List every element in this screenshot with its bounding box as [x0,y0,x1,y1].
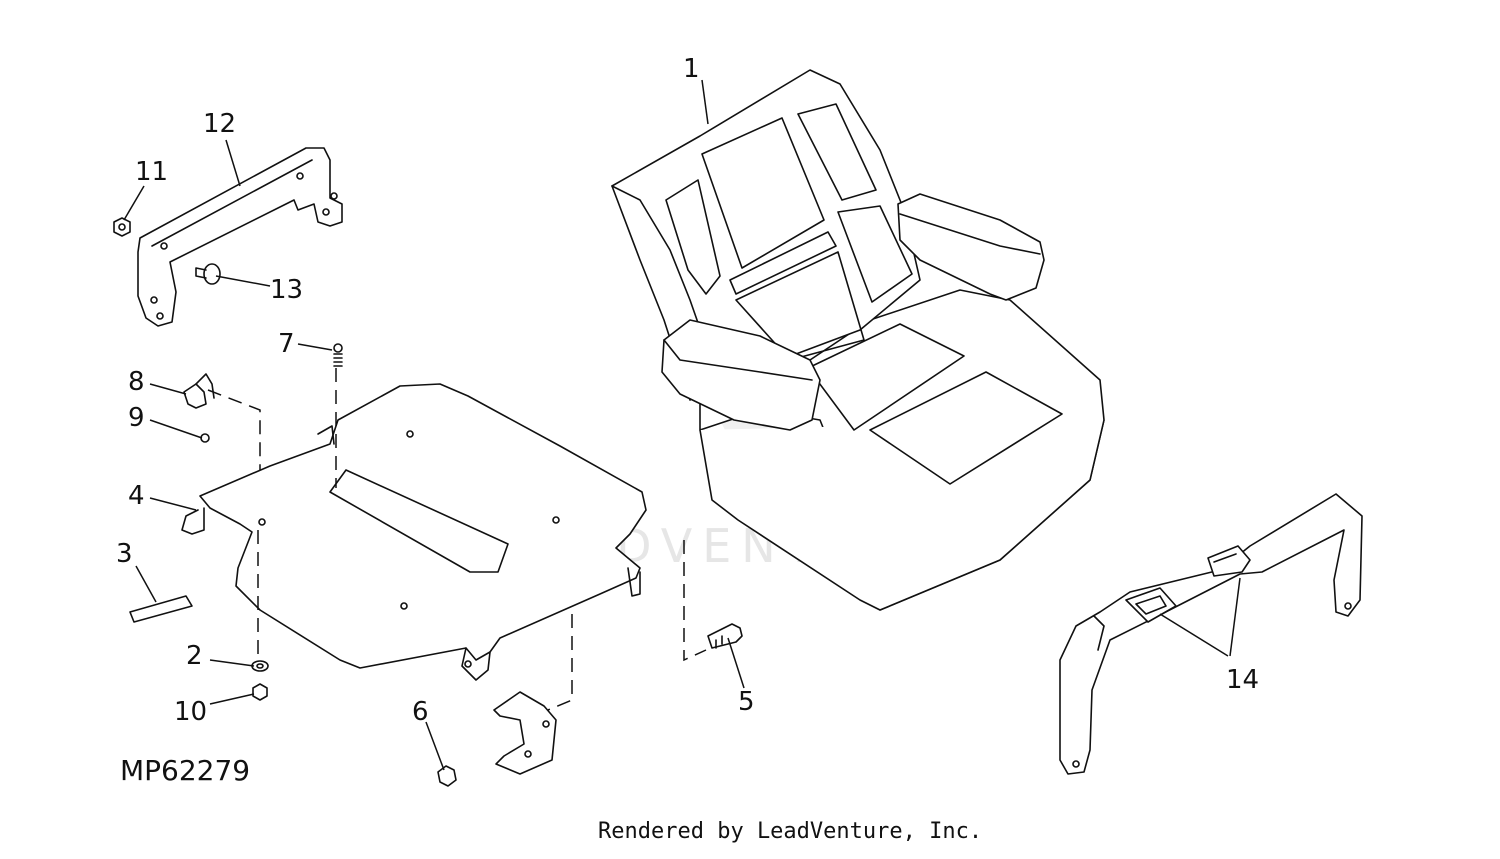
part-5-bolt[interactable] [707,623,743,649]
part-13-rivet[interactable] [195,263,221,285]
part-3-strip[interactable] [129,595,193,623]
part-9-nut[interactable] [200,433,210,443]
callout-9: 9 [128,403,145,433]
part-14-seat-belt[interactable] [1059,493,1363,775]
part-11-nut[interactable] [113,217,131,237]
callout-3: 3 [116,539,133,569]
dashed-install-lines [207,368,707,711]
callout-5: 5 [738,687,755,717]
part-2-washer[interactable] [251,660,269,672]
callout-11: 11 [135,157,168,187]
part-12-bracket[interactable] [137,147,343,327]
callouts: 1 12 11 13 7 8 9 4 3 2 10 6 5 14 [116,54,1259,727]
leader-lines [123,79,1241,771]
diagram-id-label: MP62279 [120,754,250,787]
part-10-nut[interactable] [252,683,268,701]
callout-13: 13 [270,275,303,305]
callout-6: 6 [412,697,429,727]
callout-2: 2 [186,641,203,671]
part-6-bracket[interactable] [493,691,557,775]
render-credit: Rendered by LeadVenture, Inc. [598,819,982,844]
callout-12: 12 [203,109,236,139]
callout-8: 8 [128,367,145,397]
callout-1: 1 [683,54,700,84]
callout-10: 10 [174,697,207,727]
part-6-bolt[interactable] [437,765,457,787]
part-8-clip[interactable] [183,373,215,409]
part-1-seat[interactable] [611,69,1105,611]
callout-4: 4 [128,481,145,511]
part-4-seat-plate[interactable] [181,383,647,681]
part-7-screw[interactable] [333,343,343,367]
callout-14: 14 [1226,665,1259,695]
callout-7: 7 [278,329,295,359]
